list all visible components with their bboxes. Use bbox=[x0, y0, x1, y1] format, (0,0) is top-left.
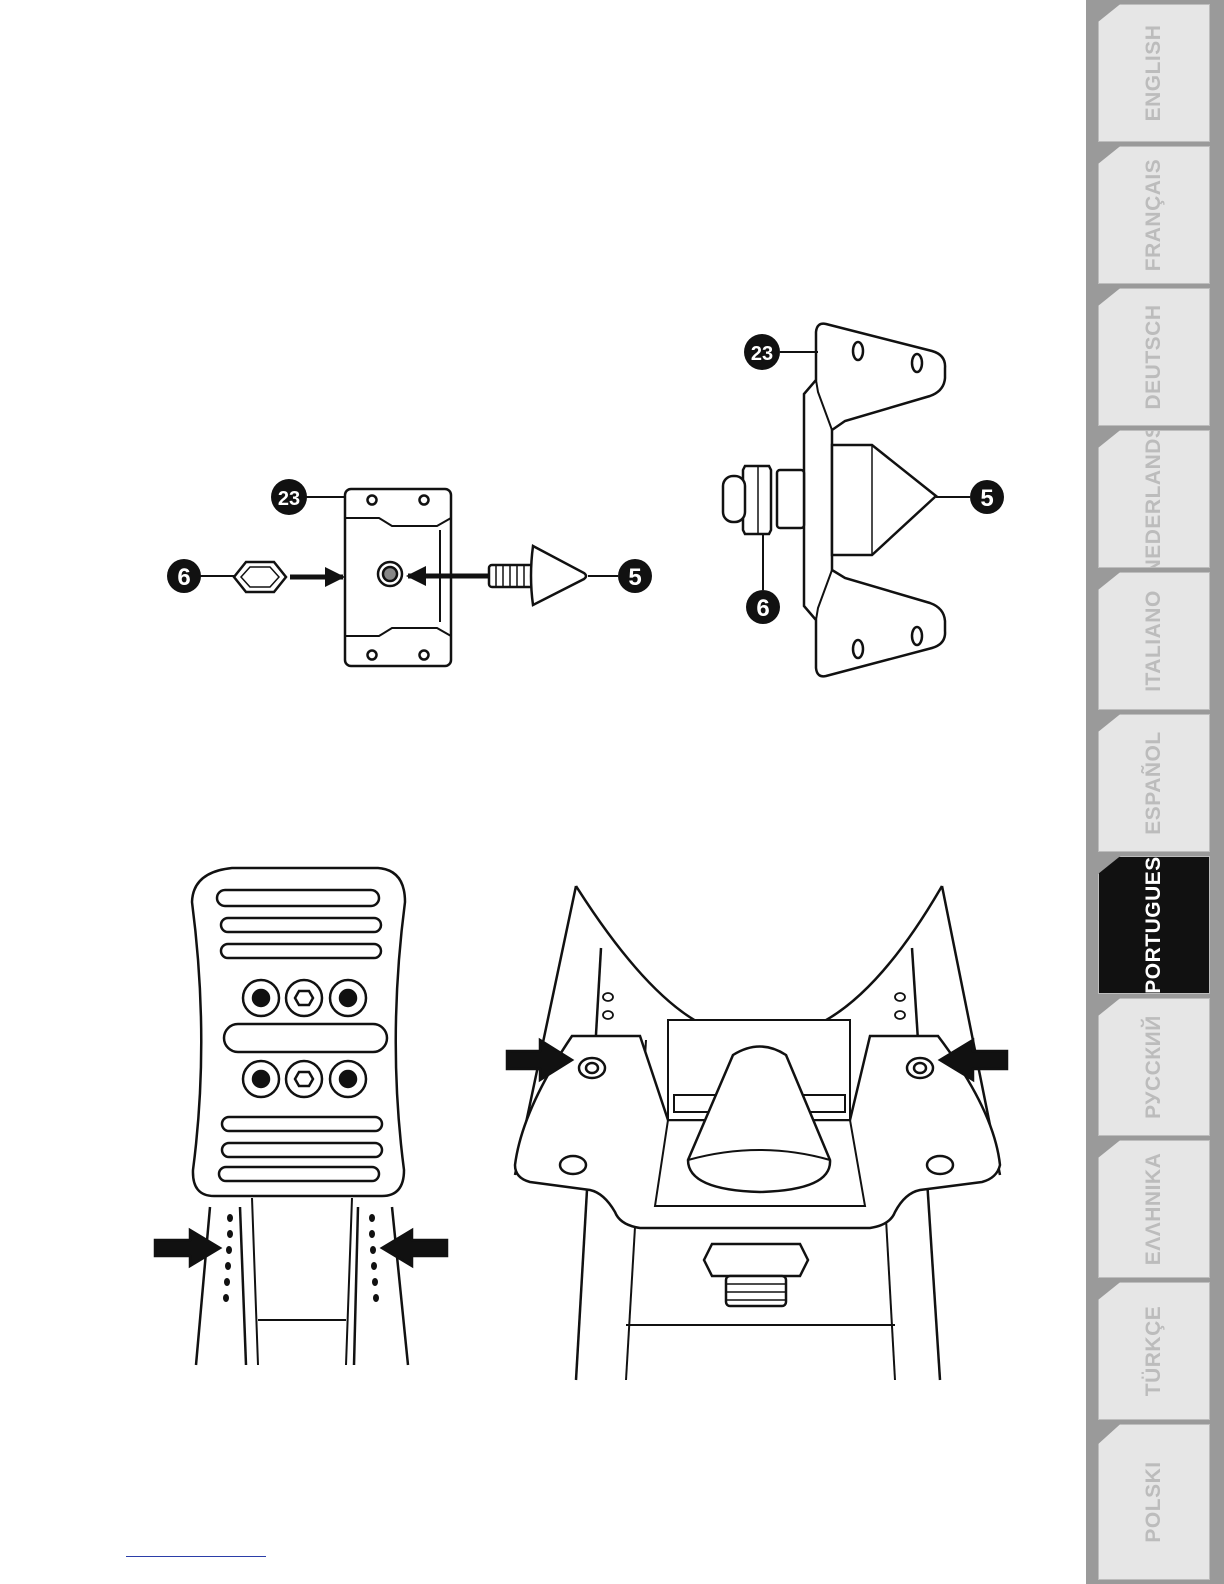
callout-5-side: 5 bbox=[980, 485, 993, 512]
pedal-pad-figure bbox=[155, 868, 447, 1365]
tab-nederlands[interactable]: NEDERLANDS bbox=[1098, 430, 1210, 568]
tab-turkce-label: TÜRKÇE bbox=[1142, 1306, 1166, 1397]
tab-russian-label: РУССКИЙ bbox=[1142, 1015, 1166, 1119]
arrow-left-rail bbox=[155, 1230, 220, 1266]
tab-italiano-label: ITALIANO bbox=[1142, 590, 1166, 692]
illustrations: 6 23 5 23 5 6 bbox=[0, 0, 1080, 1584]
tab-polski-label: POLSKI bbox=[1142, 1461, 1166, 1542]
language-tab-strip: ENGLISH FRANÇAIS DEUTSCH NEDERLANDS ITAL… bbox=[1086, 0, 1224, 1584]
footer-rule bbox=[126, 1556, 266, 1557]
tab-espanol-label: ESPAÑOL bbox=[1142, 731, 1166, 834]
tab-francais-label: FRANÇAIS bbox=[1142, 159, 1166, 272]
callout-5: 5 bbox=[628, 564, 641, 591]
tab-portugues-label: PORTUGUES bbox=[1142, 856, 1166, 994]
callout-23: 23 bbox=[278, 488, 300, 510]
tab-deutsch[interactable]: DEUTSCH bbox=[1098, 288, 1210, 426]
callout-6: 6 bbox=[177, 564, 190, 591]
tab-nederlands-label: NEDERLANDS bbox=[1142, 424, 1166, 575]
cone-foot-icon bbox=[531, 546, 586, 605]
base-plate-figure bbox=[507, 886, 1007, 1380]
tab-portugues[interactable]: PORTUGUES bbox=[1098, 856, 1210, 994]
tab-russian[interactable]: РУССКИЙ bbox=[1098, 998, 1210, 1136]
exploded-assembly-figure bbox=[200, 489, 618, 666]
tab-english[interactable]: ENGLISH bbox=[1098, 4, 1210, 142]
arrow-right-rail bbox=[382, 1230, 447, 1266]
tab-italiano[interactable]: ITALIANO bbox=[1098, 572, 1210, 710]
tab-polski[interactable]: POLSKI bbox=[1098, 1424, 1210, 1580]
tab-greek-label: ΕΛΛΗΝΙΚΑ bbox=[1142, 1153, 1166, 1266]
callout-6-side: 6 bbox=[756, 595, 769, 622]
tab-espanol[interactable]: ESPAÑOL bbox=[1098, 714, 1210, 852]
tab-greek[interactable]: ΕΛΛΗΝΙΚΑ bbox=[1098, 1140, 1210, 1278]
tab-english-label: ENGLISH bbox=[1142, 25, 1166, 122]
tab-turkce[interactable]: TÜRKÇE bbox=[1098, 1282, 1210, 1420]
tab-francais[interactable]: FRANÇAIS bbox=[1098, 146, 1210, 284]
callout-23-side: 23 bbox=[751, 343, 773, 365]
tab-deutsch-label: DEUTSCH bbox=[1142, 304, 1166, 409]
